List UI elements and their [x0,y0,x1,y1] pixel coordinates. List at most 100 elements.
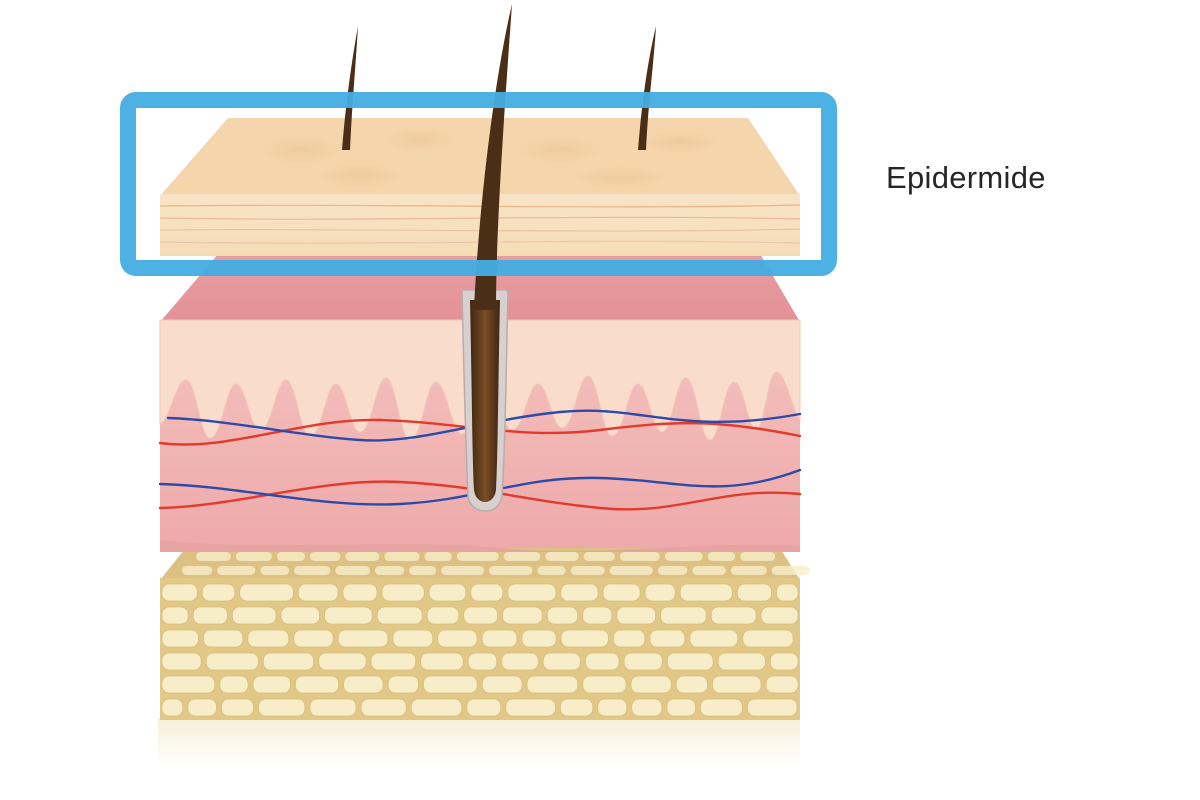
fat-cell [526,675,579,694]
fat-cell [542,652,581,671]
fat-cell [560,583,599,602]
fat-cell [309,698,357,717]
fat-cell [437,629,478,648]
fat-cell [280,606,320,625]
fat-cell [370,652,417,671]
fat-cell [597,698,628,717]
skin-spot [574,166,666,190]
fat-cell [247,629,290,648]
epidermis-top [160,118,800,196]
skin-spot [518,136,602,164]
fat-cell [736,583,772,602]
fat-cell [501,652,539,671]
fat-cell [221,698,254,717]
fat-cell [260,566,290,575]
fat-cell [481,629,518,648]
fat-cell [582,675,627,694]
fat-cell [217,566,256,575]
fat-cell [707,552,736,561]
fat-cell [466,698,502,717]
fat-cell [335,566,371,575]
epidermis-highlight-box [120,92,837,276]
fat-cell [420,652,464,671]
fat-cell [507,583,557,602]
central-hair-shaft [474,4,512,310]
fat-cell [582,606,613,625]
fat-cell [441,566,485,575]
fat-cell [231,606,277,625]
fat-cell [360,698,407,717]
fat-cell [161,629,199,648]
fat-cell [660,606,707,625]
stratum-line [159,216,801,220]
fat-cell [644,583,676,602]
fat-cell [161,675,216,694]
fat-cell [203,629,244,648]
fat-cell [463,606,498,625]
fat-cell [546,606,579,625]
fat-cell [585,652,620,671]
fat-cell [192,606,228,625]
fat-cell [730,566,767,575]
fat-cells [161,552,810,717]
fat-cell [666,698,696,717]
hair-bulb [470,300,500,502]
fat-cell [521,629,557,648]
fat-cell [570,566,605,575]
fat-cell [161,652,202,671]
fat-cell [161,583,198,602]
fat-cell [258,698,306,717]
fat-cell [470,583,504,602]
fat-cell [502,606,543,625]
fat-cell [376,606,423,625]
hypodermis-side [160,578,800,720]
hypodermis-shadow [158,718,800,766]
fat-cell [689,629,739,648]
fat-cell [252,675,291,694]
fat-cell [295,675,340,694]
fat-cell [657,566,688,575]
fat-cell [559,698,594,717]
fat-cell [375,566,405,575]
fat-cell [345,552,380,561]
fat-cell [545,552,579,561]
fat-cell [613,629,646,648]
fat-cell [392,629,434,648]
fat-cell [384,552,420,561]
fat-cell [381,583,425,602]
fat-cell [410,698,463,717]
fat-cell [630,675,672,694]
fat-cell [196,552,231,561]
fat-cell [182,566,213,575]
fat-cell [481,675,523,694]
fat-cell [489,566,533,575]
skin-spot [642,130,718,154]
dermis-bottom-edge [160,540,800,552]
fat-cell [746,698,798,717]
skin-spot [316,164,404,188]
fat-cell [343,675,384,694]
fat-cell [717,652,766,671]
fat-cell [219,675,249,694]
fat-cell [700,698,743,717]
fat-cell [294,566,331,575]
fat-cell [631,698,663,717]
fat-cell [161,698,184,717]
fat-cell [560,629,609,648]
fat-cell [649,629,686,648]
fat-cell [616,606,656,625]
fat-cell [324,606,373,625]
epidermis-label: Epidermide [886,160,1046,195]
fat-cell [769,652,799,671]
fat-cell [537,566,566,575]
fat-cell [505,698,556,717]
stratum-line [159,204,801,208]
fat-cell [428,583,467,602]
fat-cell [583,552,615,561]
fat-cell [293,629,334,648]
fat-cell [602,583,641,602]
fat-cell [710,606,757,625]
fat-cell [692,566,726,575]
fat-cell [342,583,378,602]
fat-cell [187,698,217,717]
